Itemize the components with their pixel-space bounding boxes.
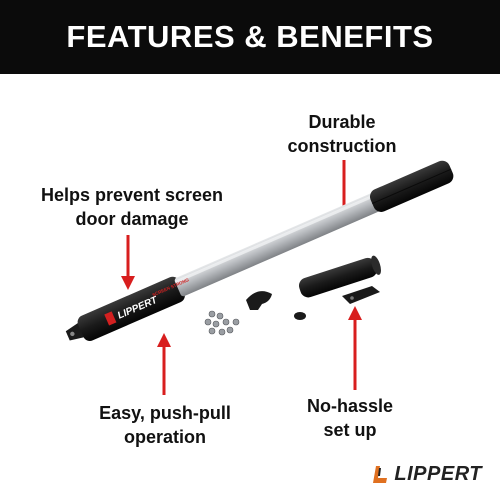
lippert-logo-icon bbox=[373, 465, 388, 483]
screws bbox=[204, 310, 240, 336]
brand-logo: LIPPERT bbox=[372, 463, 482, 486]
callout-damage-line1: Helps prevent screen bbox=[40, 185, 224, 205]
up-arrow-icon bbox=[348, 306, 362, 390]
mounting-clip bbox=[342, 286, 380, 304]
callout-durable: Durable construction bbox=[272, 110, 412, 158]
callout-durable-line2: construction bbox=[287, 136, 397, 156]
callout-operation-line1: Easy, push-pull bbox=[99, 403, 231, 423]
callout-operation: Easy, push-pull operation bbox=[80, 401, 250, 449]
handle-logo-mark bbox=[104, 311, 117, 326]
mounting-knob bbox=[246, 291, 272, 310]
brand-name: LIPPERT bbox=[394, 463, 482, 485]
callout-setup: No-hassle set up bbox=[300, 394, 400, 442]
spare-sleeve bbox=[298, 255, 381, 298]
header-banner: FEATURES & BENEFITS bbox=[0, 0, 500, 74]
callout-durable-line1: Durable bbox=[308, 112, 376, 132]
up-arrow-icon bbox=[157, 333, 171, 395]
callout-damage: Helps prevent screen door damage bbox=[22, 183, 242, 231]
callout-damage-line2: door damage bbox=[75, 209, 189, 229]
down-arrow-icon bbox=[121, 235, 135, 290]
end-cap bbox=[294, 312, 306, 320]
page-title: FEATURES & BENEFITS bbox=[66, 19, 434, 54]
callout-operation-line2: operation bbox=[123, 427, 206, 447]
screen-strong-rod bbox=[65, 160, 454, 341]
callout-setup-line2: set up bbox=[323, 420, 377, 440]
callout-setup-line1: No-hassle bbox=[306, 396, 394, 416]
